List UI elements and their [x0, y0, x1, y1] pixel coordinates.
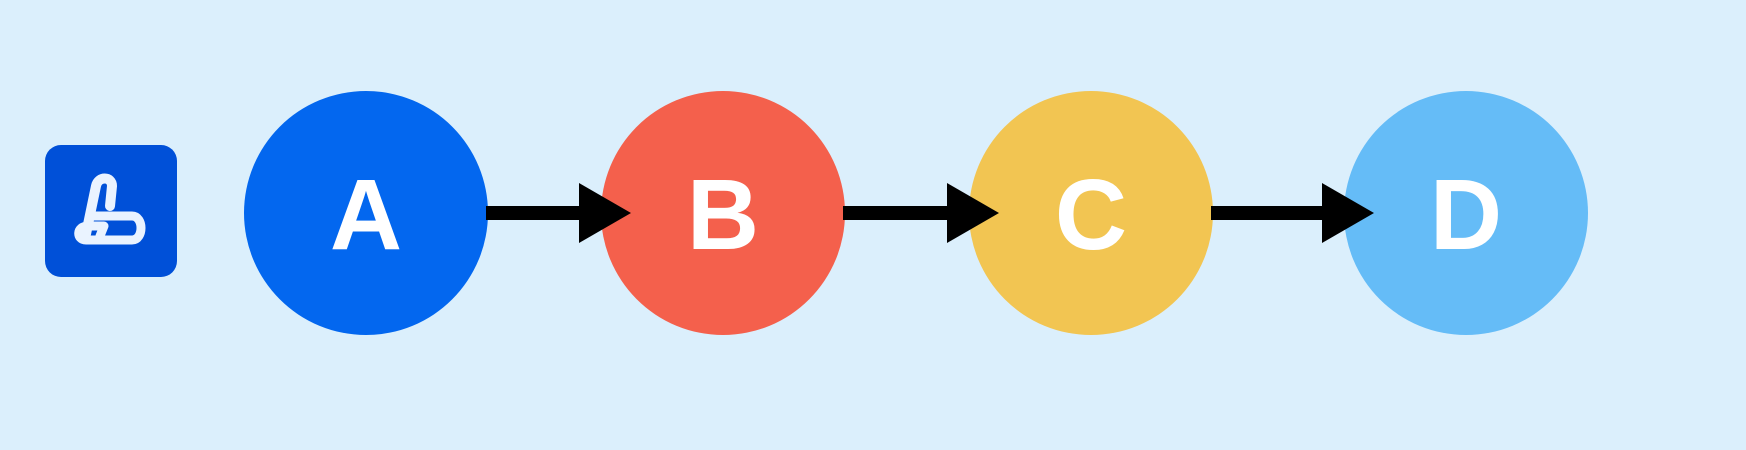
node-circle	[1344, 91, 1588, 335]
node-circle	[601, 91, 845, 335]
arrow-head	[947, 183, 999, 243]
arrow-head	[579, 183, 631, 243]
edge-b-c	[843, 183, 999, 243]
edge-a-b	[486, 183, 631, 243]
node-label: B	[687, 159, 759, 271]
nodes: A B C D	[244, 91, 1588, 335]
node-c[interactable]: C	[969, 91, 1213, 335]
node-label: D	[1430, 159, 1502, 271]
app-icon-background	[45, 145, 177, 277]
node-circle	[969, 91, 1213, 335]
node-label: C	[1055, 159, 1127, 271]
arrow-head	[1322, 183, 1374, 243]
node-b[interactable]: B	[601, 91, 845, 335]
node-circle	[244, 91, 488, 335]
app-icon[interactable]	[45, 145, 177, 277]
node-d[interactable]: D	[1344, 91, 1588, 335]
arrow-shaft	[486, 206, 579, 220]
edges	[486, 183, 1374, 243]
paperclip-link-icon	[74, 173, 146, 245]
paperclip-bar	[74, 211, 146, 245]
edge-c-d	[1211, 183, 1374, 243]
arrow-shaft	[1211, 206, 1322, 220]
node-a[interactable]: A	[244, 91, 488, 335]
arrow-shaft	[843, 206, 947, 220]
paperclip-loop	[81, 173, 117, 239]
node-label: A	[330, 159, 402, 271]
